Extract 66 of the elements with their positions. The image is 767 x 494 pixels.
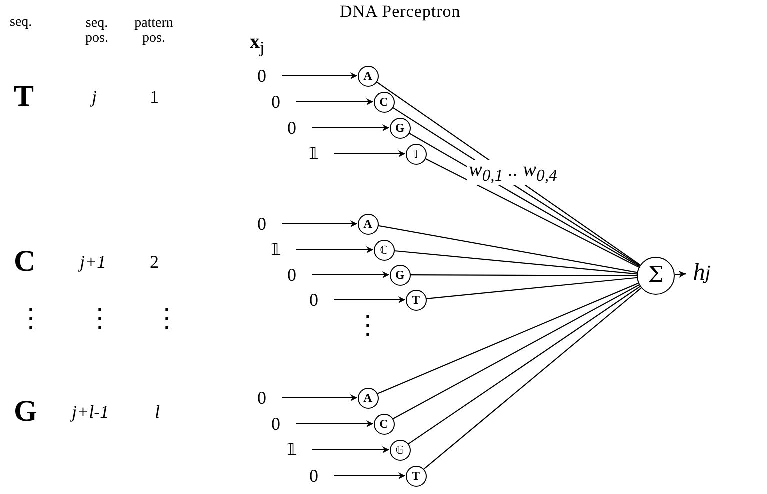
arrow bbox=[296, 420, 374, 428]
arrow bbox=[674, 271, 686, 278]
input-value: 0 bbox=[306, 291, 322, 309]
arrow bbox=[334, 296, 406, 304]
input-unit-circle: 𝔾 bbox=[390, 440, 410, 460]
input-unit-circle: 𝕋 bbox=[406, 144, 426, 164]
arrow bbox=[282, 394, 358, 402]
column-header: seq. pos. bbox=[84, 16, 110, 47]
ellipsis: ⋮ bbox=[154, 306, 180, 332]
connection-line bbox=[377, 282, 639, 394]
sequence-letter: G bbox=[14, 397, 38, 427]
connection-line bbox=[394, 250, 638, 275]
sequence-position: j bbox=[92, 88, 98, 106]
connection-line bbox=[410, 274, 637, 276]
ellipsis: ⋮ bbox=[355, 313, 381, 339]
input-unit-circle: C bbox=[374, 92, 394, 112]
input-unit-circle: C bbox=[374, 414, 394, 434]
input-unit-circle: G bbox=[390, 118, 410, 138]
input-unit-circle: A bbox=[358, 388, 378, 408]
connection-line bbox=[392, 284, 640, 420]
input-value: 0 bbox=[254, 215, 270, 233]
input-value: 𝟙 bbox=[306, 145, 322, 163]
input-value: 𝟙 bbox=[284, 441, 300, 459]
arrow bbox=[334, 150, 406, 158]
column-header: seq. bbox=[10, 16, 32, 30]
connection-line bbox=[408, 286, 641, 445]
sequence-letter: T bbox=[14, 82, 34, 112]
weight-label: w$_{0,1}$ .. w$_{0,4}$ bbox=[467, 160, 560, 185]
input-value: 0 bbox=[268, 415, 284, 433]
pattern-position: 1 bbox=[150, 88, 159, 106]
ellipsis: ⋮ bbox=[18, 306, 44, 332]
sum-circle: Σ bbox=[637, 257, 675, 295]
connection-line bbox=[424, 288, 642, 470]
connection-line bbox=[425, 158, 640, 268]
input-value: 0 bbox=[254, 389, 270, 407]
connection-line bbox=[378, 225, 638, 274]
input-value: 0 bbox=[268, 93, 284, 111]
arrow bbox=[296, 246, 374, 254]
input-value: 0 bbox=[284, 119, 300, 137]
arrow bbox=[334, 472, 406, 480]
pattern-position: 2 bbox=[150, 253, 159, 271]
input-unit-circle: T bbox=[406, 466, 426, 486]
input-unit-circle: G bbox=[390, 264, 410, 286]
input-value: 𝟙 bbox=[268, 241, 284, 259]
input-unit-circle: ℂ bbox=[374, 240, 394, 260]
sequence-position: j+l-1 bbox=[72, 403, 110, 421]
diagram-title: DNA Perceptron bbox=[340, 3, 461, 20]
input-unit-circle: A bbox=[358, 66, 378, 86]
input-vector-label: x$_{j}$ bbox=[250, 32, 265, 57]
pattern-position: l bbox=[155, 403, 160, 421]
sequence-letter: C bbox=[14, 247, 36, 277]
arrow bbox=[312, 272, 390, 278]
connection-line bbox=[426, 277, 638, 300]
input-value: 0 bbox=[254, 67, 270, 85]
column-header: pattern pos. bbox=[134, 16, 174, 47]
arrow bbox=[282, 72, 358, 80]
input-unit-circle: A bbox=[358, 214, 378, 234]
arrow bbox=[282, 220, 358, 228]
sequence-position: j+1 bbox=[80, 253, 106, 271]
arrow bbox=[296, 98, 374, 106]
ellipsis: ⋮ bbox=[87, 306, 113, 332]
arrow bbox=[312, 124, 390, 132]
input-unit-circle: T bbox=[406, 290, 426, 310]
arrow bbox=[312, 446, 390, 454]
input-value: 0 bbox=[306, 467, 322, 485]
input-value: 0 bbox=[284, 266, 300, 284]
